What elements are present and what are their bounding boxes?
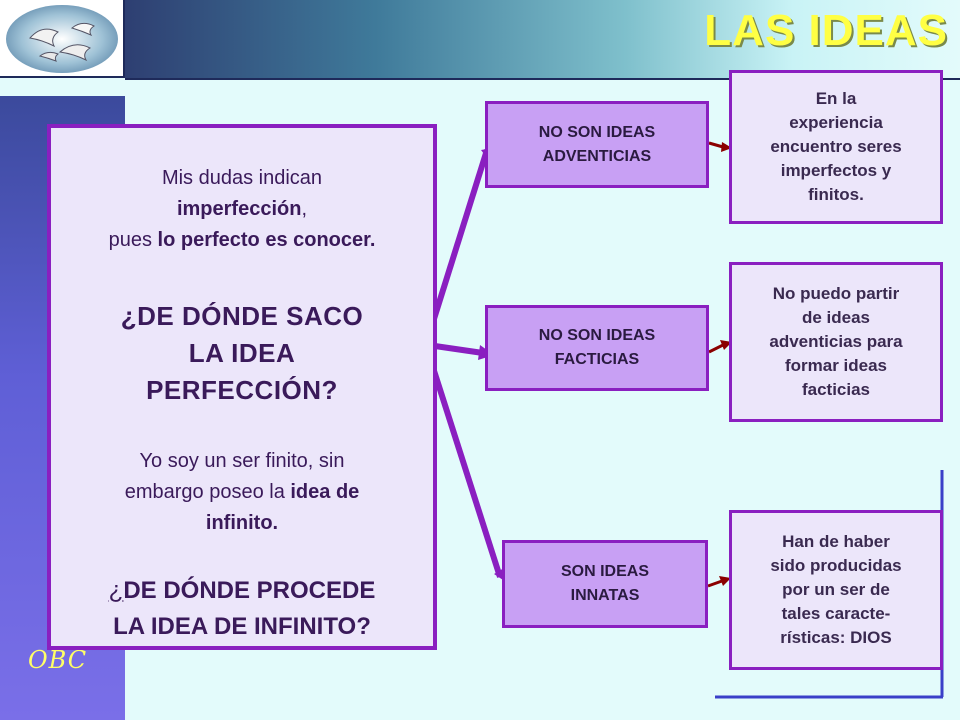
explanation-box-1: En la experiencia encuentro seres imperf… xyxy=(729,70,943,224)
author-logo-text: OBC xyxy=(28,646,88,674)
question1-line1: ¿DE DÓNDE SACO xyxy=(120,301,364,331)
explanation-3-line: rísticas: DIOS xyxy=(780,628,892,647)
logo xyxy=(0,0,125,78)
explanation-2-line: adventicias para xyxy=(769,332,903,351)
explanation-3-line: Han de haber xyxy=(782,532,890,551)
explanation-1-line: finitos. xyxy=(808,185,864,204)
explanation-box-3: Han de haber sido producidas por un ser … xyxy=(729,510,943,670)
arrow-to-right-2 xyxy=(708,343,724,354)
question-perfection: ¿DE DÓNDE SACO LA IDEA PERFECCIÓN? xyxy=(51,298,433,409)
connector-to-facticias xyxy=(427,342,484,356)
explanation-2-line: formar ideas xyxy=(784,356,888,375)
finite-paragraph: Yo soy un ser finito, sin embargo poseo … xyxy=(61,446,423,539)
intro-line-3-bold: lo perfecto es conocer. xyxy=(157,229,376,251)
para2-line1: Yo soy un ser finito, sin xyxy=(139,450,345,472)
header-divider xyxy=(125,78,960,80)
para2-line2-bold: idea de xyxy=(290,481,360,503)
box-facticias-line1: NO SON IDEAS xyxy=(538,327,656,344)
intro-line-1: Mis dudas indican xyxy=(161,167,323,189)
connector-to-innatas xyxy=(425,351,503,578)
question2-mark: ¿ xyxy=(108,577,124,604)
main-question-box: Mis dudas indican imperfección, pues lo … xyxy=(47,124,437,650)
question1-line2: LA IDEA xyxy=(188,338,296,368)
explanation-2-line: No puedo partir xyxy=(772,284,900,303)
arrowhead-icon xyxy=(721,142,732,152)
intro-line-3-a: pues xyxy=(108,229,158,251)
logo-image xyxy=(6,5,118,73)
intro-line-2-bold: imperfección xyxy=(176,198,302,220)
para2-line2-a: embargo poseo la xyxy=(124,481,291,503)
box-adventicias-line1: NO SON IDEAS xyxy=(538,123,656,141)
question-infinity: ¿DE DÓNDE PROCEDE LA IDEA DE INFINITO? xyxy=(51,573,433,645)
explanation-1-line: En la xyxy=(815,89,857,108)
explanation-box-2: No puedo partir de ideas adventicias par… xyxy=(729,262,943,422)
para2-line3-bold: infinito. xyxy=(205,512,279,534)
box-facticias-line2: FACTICIAS xyxy=(554,351,640,368)
box-innatas: SON IDEAS INNATAS xyxy=(502,540,708,628)
arrow-to-right-1 xyxy=(708,141,724,149)
header-bar xyxy=(125,0,960,78)
arrow-to-right-3 xyxy=(707,579,723,588)
page-title: LAS IDEAS xyxy=(704,6,948,55)
explanation-1-line: encuentro seres xyxy=(770,137,902,156)
arrowhead-icon xyxy=(719,576,731,586)
intro-paragraph: Mis dudas indican imperfección, pues lo … xyxy=(51,163,433,256)
explanation-3-line: sido producidas xyxy=(770,556,902,575)
question1-line3: PERFECCIÓN? xyxy=(146,375,338,405)
intro-line-2-rest: , xyxy=(301,198,308,220)
box-adventicias-line2: ADVENTICIAS xyxy=(542,147,652,165)
explanation-1-line: experiencia xyxy=(789,113,883,132)
box-adventicias: NO SON IDEAS ADVENTICIAS xyxy=(485,101,709,188)
explanation-3-line: por un ser de xyxy=(782,580,890,599)
explanation-2-line: facticias xyxy=(801,380,871,399)
question2-line2: LA IDEA DE INFINITO? xyxy=(113,613,371,640)
box-facticias: NO SON IDEAS FACTICIAS xyxy=(485,305,709,391)
box-innatas-line1: SON IDEAS xyxy=(560,563,649,580)
box-innatas-line2: INNATAS xyxy=(570,587,640,604)
explanation-1-line: imperfectos y xyxy=(780,161,892,180)
explanation-3-line: tales caracte- xyxy=(781,604,891,623)
question2-line1: DE DÓNDE PROCEDE xyxy=(123,577,376,604)
explanation-2-line: de ideas xyxy=(801,308,871,327)
connector-to-adventicias xyxy=(425,149,490,339)
